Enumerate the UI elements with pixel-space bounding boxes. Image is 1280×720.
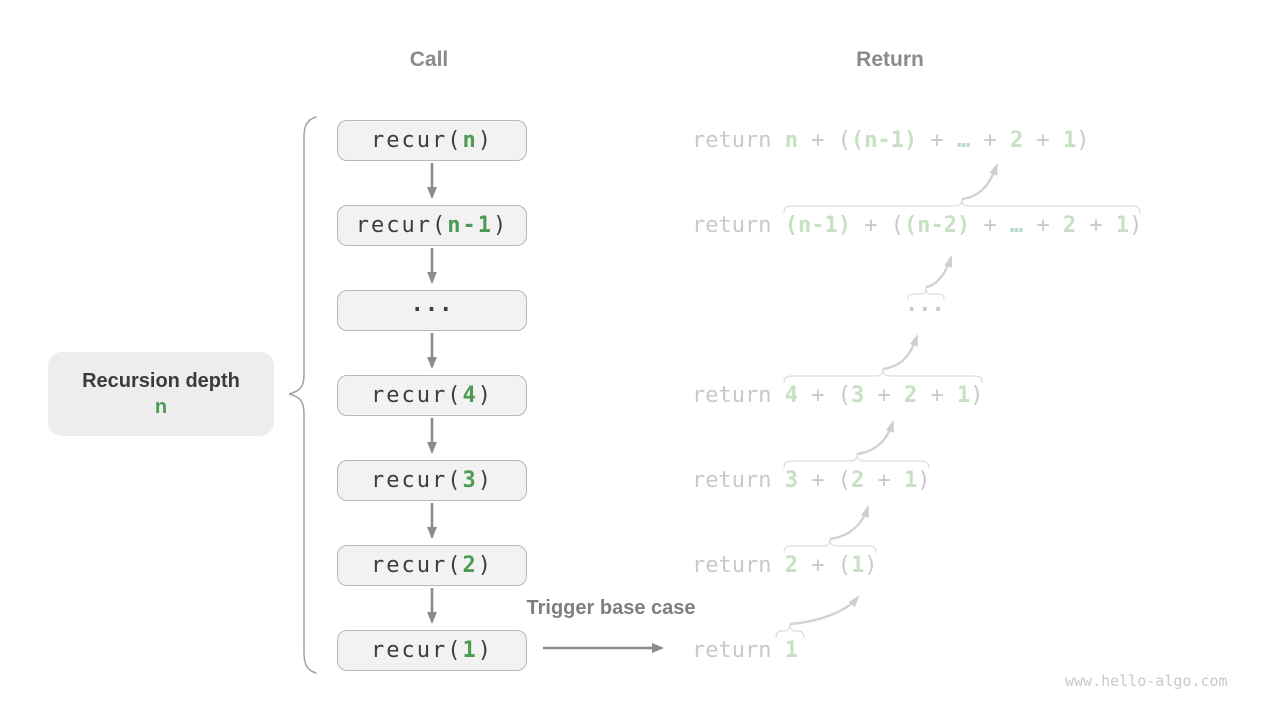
recursion-depth-brace <box>288 116 317 674</box>
call-column-header: Call <box>409 48 449 71</box>
call-box-recur-2: recur(2) <box>337 545 527 586</box>
call-box-ellipsis: ... <box>337 290 527 331</box>
recursion-depth-value: n <box>154 395 168 418</box>
watermark: www.hello-algo.com <box>1065 672 1228 690</box>
call-box-recur-4: recur(4) <box>337 375 527 416</box>
return-expression-4: return 4 + (3 + 2 + 1) <box>692 383 984 408</box>
recursion-depth-label: Recursion depth n <box>48 352 274 436</box>
return-ellipsis: ... <box>905 292 945 317</box>
return-unwind-arrow-icons <box>789 163 999 626</box>
recursion-depth-title: Recursion depth <box>82 369 240 392</box>
call-box-recur-3: recur(3) <box>337 460 527 501</box>
return-expression-2: return 2 + (1) <box>692 553 878 578</box>
trigger-base-case-label: Trigger base case <box>526 597 696 619</box>
return-expression-n1: return (n-1) + ((n-2) + … + 2 + 1) <box>692 213 1143 238</box>
return-expression-3: return 3 + (2 + 1) <box>692 468 931 493</box>
return-expression-1: return 1 <box>692 638 798 663</box>
call-box-recur-n1: recur(n-1) <box>337 205 527 246</box>
return-column-header: Return <box>856 48 924 71</box>
return-expression-n: return n + ((n-1) + … + 2 + 1) <box>692 128 1090 153</box>
call-box-recur-n: recur(n) <box>337 120 527 161</box>
call-box-recur-1: recur(1) <box>337 630 527 671</box>
